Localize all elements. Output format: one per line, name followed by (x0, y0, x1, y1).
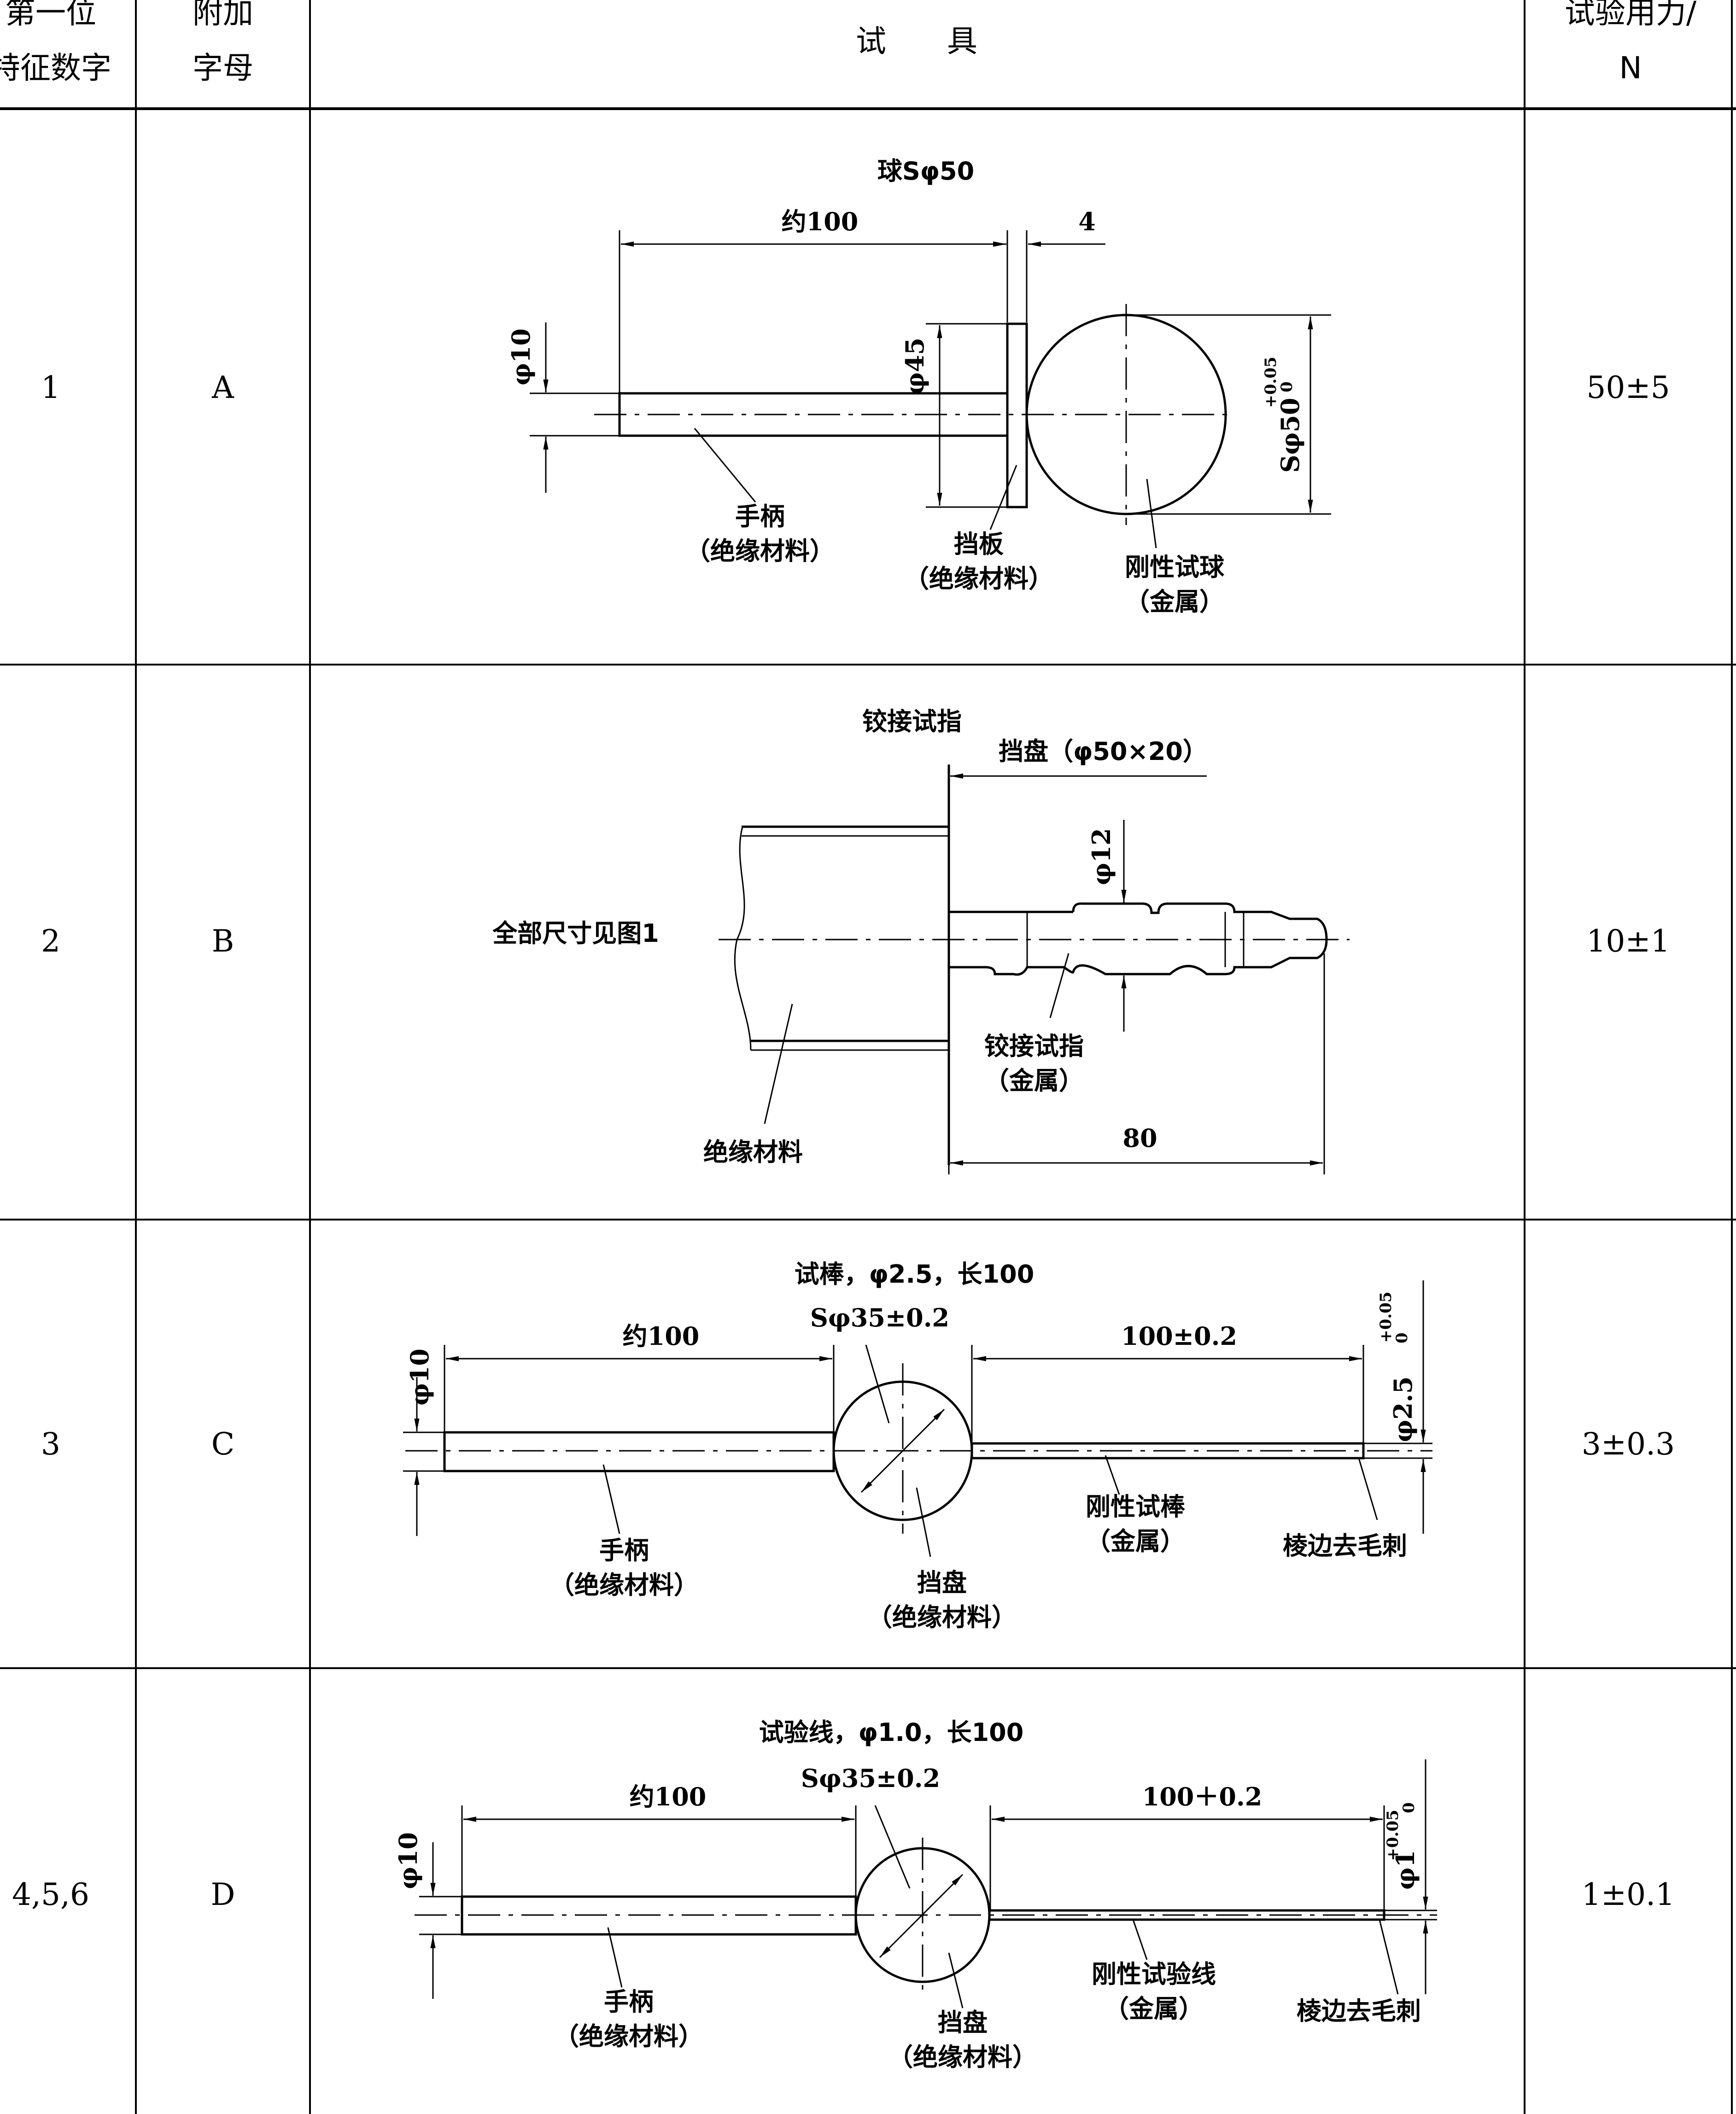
header-force-line1: 试验用力/ (1565, 0, 1697, 30)
probe-a-tol-lower: 0 (1278, 381, 1296, 392)
probe-c-dim-rod-dia: φ2.5 (1388, 1377, 1418, 1442)
probe-d-dim-wire-dia: φ1 (1391, 1850, 1420, 1890)
probe-a-handle-material: （绝缘材料） (685, 537, 835, 566)
probe-a-dim-plate-dia: φ45 (900, 338, 929, 395)
header-digit-line1: 第一位 (5, 0, 96, 30)
probe-a-plate-material: （绝缘材料） (904, 564, 1053, 593)
probe-d-wire-material: （金属） (1104, 1994, 1204, 2023)
probe-c-rod-label: 刚性试棒 (1086, 1492, 1186, 1521)
probe-d-edge-note: 棱边去毛刺 (1297, 1997, 1421, 2026)
probe-c-tol-upper: +0.05 (1377, 1291, 1395, 1343)
probe-a-dim-ball-dia: Sφ50 (1275, 397, 1305, 473)
table-header: 第一位 特征数字 附加 字母 试 具 试验用力/ N (0, 0, 1697, 86)
probe-a-drawing (530, 230, 1331, 549)
probe-b-drawing (719, 765, 1350, 1174)
probe-c-labels: 试棒，φ2.5，长100 Sφ35±0.2 约100 100±0.2 φ10 φ… (405, 1260, 1418, 1632)
header-digit-line2: 特征数字 (0, 50, 111, 86)
header-letter-line2: 字母 (193, 50, 253, 86)
row-letter: A (211, 370, 234, 405)
header-letter-line1: 附加 (193, 0, 253, 30)
probe-d-dim-handle-dia: φ10 (393, 1832, 423, 1889)
table-row-1: 1 A 50±5 (41, 370, 1670, 405)
probe-c-stop-label: 挡盘 (917, 1568, 967, 1597)
row-letter: B (212, 923, 234, 959)
probe-b-finger-material: （金属） (984, 1066, 1084, 1095)
probe-a-plate-label: 挡板 (954, 530, 1004, 559)
probe-b-title: 铰接试指 (862, 707, 962, 736)
probe-a-dim-handle-dia: φ10 (506, 328, 536, 385)
probe-c-dim-rod-length: 100±0.2 (1121, 1321, 1237, 1351)
probe-d-dim-handle-length: 约100 (630, 1782, 707, 1811)
probe-c-dim-handle-length: 约100 (623, 1321, 700, 1351)
probe-d-wire-label: 刚性试验线 (1092, 1960, 1216, 1989)
header-test-probe: 试 具 (856, 23, 977, 59)
row-force: 10±1 (1586, 923, 1670, 959)
probe-b-break-line (734, 826, 752, 1051)
probe-d-handle-label: 手柄 (604, 1987, 654, 2016)
probe-a-labels: 球Sφ50 约100 4 φ10 φ45 Sφ50 +0.05 0 手柄 （绝缘… (506, 157, 1305, 616)
row-digit: 4,5,6 (12, 1877, 89, 1912)
probe-d-handle-material: （绝缘材料） (554, 2022, 703, 2051)
probe-d-tol-upper: +0.05 (1384, 1810, 1402, 1861)
probe-c-edge-note: 棱边去毛刺 (1283, 1531, 1407, 1560)
probe-c-stop-material: （绝缘材料） (867, 1603, 1017, 1632)
probe-a-title: 球Sφ50 (877, 157, 974, 186)
table-row-4: 4,5,6 D 1±0.1 (12, 1877, 1675, 1912)
row-force: 50±5 (1586, 370, 1670, 405)
probe-c-handle (443, 1431, 835, 1472)
probe-d-drawing (415, 1759, 1437, 2009)
table-row-3: 3 C 3±0.3 (41, 1426, 1675, 1462)
row-digit: 2 (41, 923, 60, 959)
probe-b-dim-finger-dia: φ12 (1087, 828, 1116, 885)
probe-a-tol-upper: +0.05 (1262, 356, 1280, 408)
table-row-2: 2 B 10±1 (41, 923, 1670, 959)
probe-c-handle-material: （绝缘材料） (549, 1571, 699, 1600)
probe-d-tol-lower: 0 (1400, 1802, 1418, 1813)
probe-d-stop-label: 挡盘 (938, 2008, 988, 2037)
probe-a-ball-material: （金属） (1125, 587, 1224, 616)
probe-a-dim-plate-thickness: 4 (1078, 207, 1096, 236)
row-digit: 3 (41, 1426, 60, 1462)
probe-c-dim-handle-dia: φ10 (405, 1349, 434, 1406)
probe-a-handle-label: 手柄 (735, 502, 785, 531)
probe-d-dim-sphere: Sφ35±0.2 (801, 1764, 940, 1793)
probe-d-dim-wire-length: 100＋0.2 (1142, 1782, 1263, 1811)
probe-b-finger-label: 铰接试指 (984, 1032, 1084, 1061)
header-force-line2: N (1619, 50, 1642, 86)
probe-b-labels: 铰接试指 挡盘（φ50×20） 全部尺寸见图1 φ12 铰接试指 （金属） 绝缘… (492, 707, 1208, 1167)
probe-d-labels: 试验线，φ1.0，长100 Sφ35±0.2 约100 100＋0.2 φ10 … (393, 1718, 1421, 2072)
row-force: 3±0.3 (1582, 1426, 1675, 1462)
probe-d-stop-material: （绝缘材料） (888, 2043, 1037, 2072)
probe-b-insulation-label: 绝缘材料 (703, 1138, 803, 1167)
probe-b-finger (949, 902, 1328, 976)
probe-c-tol-lower: 0 (1393, 1332, 1411, 1343)
probe-c-title: 试棒，φ2.5，长100 (795, 1260, 1035, 1289)
probe-c-handle-label: 手柄 (599, 1536, 649, 1565)
row-letter: D (211, 1877, 235, 1912)
row-letter: C (211, 1426, 235, 1462)
row-force: 1±0.1 (1582, 1877, 1675, 1912)
probe-b-stop-label: 挡盘（φ50×20） (999, 737, 1208, 766)
probe-c-dim-sphere: Sφ35±0.2 (810, 1303, 949, 1332)
probe-b-ref-note: 全部尺寸见图1 (492, 919, 659, 948)
probe-c-rod-material: （金属） (1086, 1527, 1185, 1556)
probe-b-dim-length: 80 (1122, 1123, 1157, 1153)
probe-c-drawing (403, 1280, 1432, 1557)
probe-d-title: 试验线，φ1.0，长100 (759, 1718, 1024, 1747)
probe-a-ball-label: 刚性试球 (1125, 553, 1225, 582)
probe-a-dim-handle-length: 约100 (782, 207, 859, 236)
row-digit: 1 (41, 370, 60, 405)
